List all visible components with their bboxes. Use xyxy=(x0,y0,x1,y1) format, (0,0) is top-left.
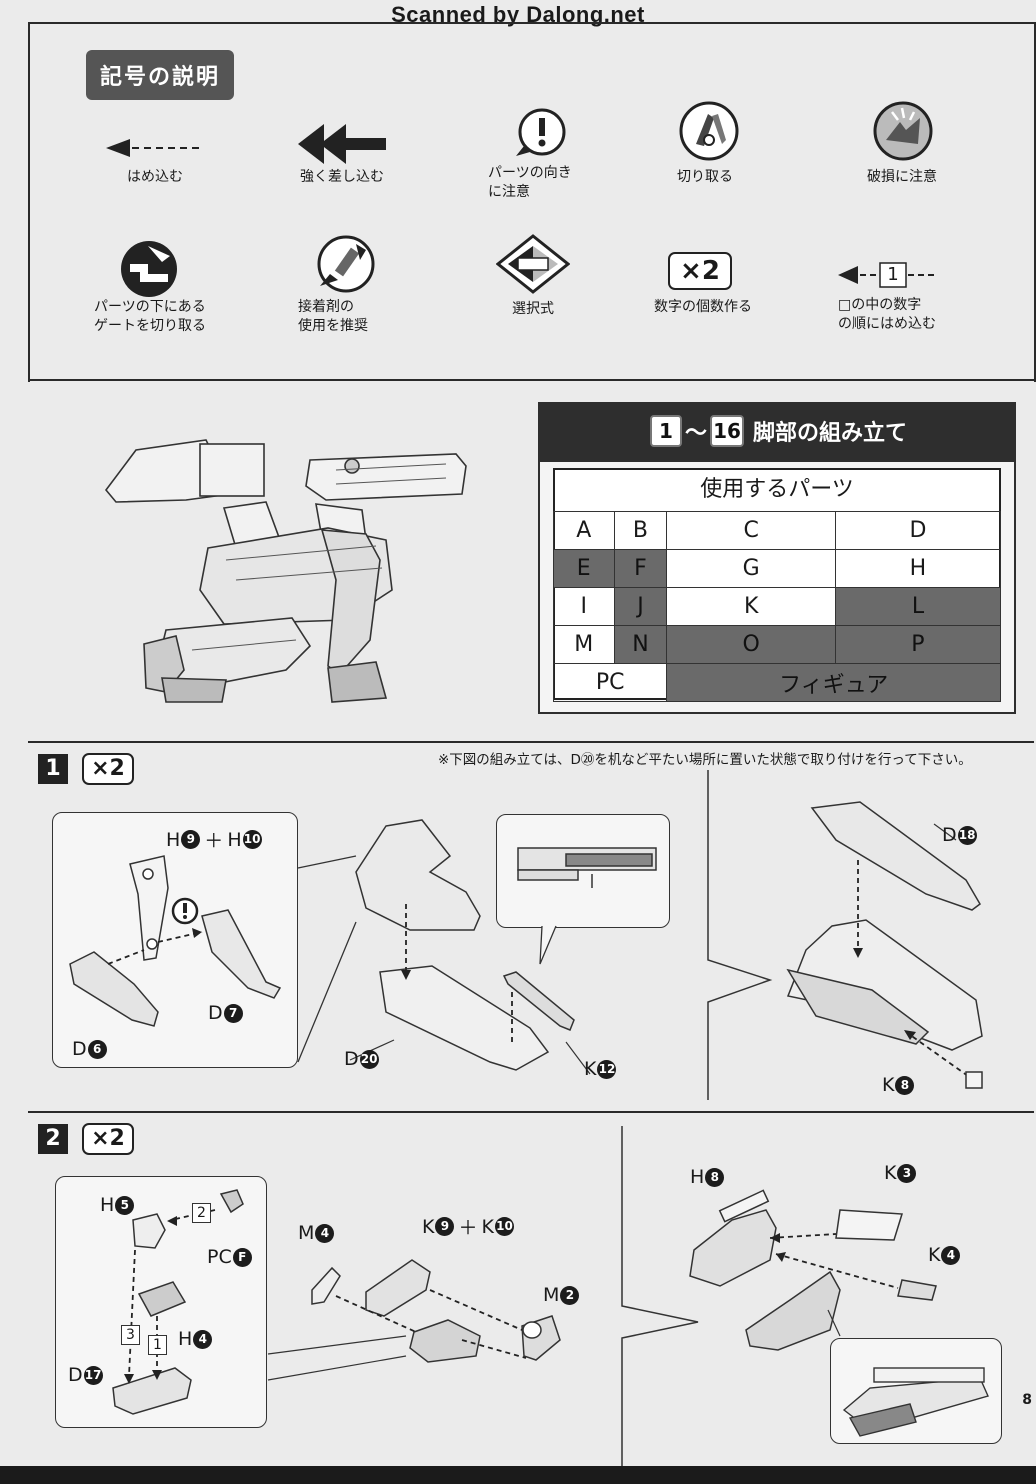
parts-cell: E xyxy=(553,549,615,588)
parts-cell: G xyxy=(666,549,836,588)
leg-assembly-illustration xyxy=(104,439,467,703)
range-end-box: 16 xyxy=(710,415,744,447)
legend-label-fit-in: はめ込む xyxy=(127,169,183,185)
parts-cell: J xyxy=(613,587,668,626)
glue-brush-icon xyxy=(317,235,375,293)
parts-cell: A xyxy=(553,511,615,550)
step-1-detail-drawing xyxy=(69,855,282,1027)
parts-cell: L xyxy=(834,587,1002,626)
order-box-1: 1 xyxy=(148,1335,167,1355)
exclamation-circle-icon xyxy=(516,108,566,156)
legend-label-cut: 切り取る xyxy=(677,169,733,185)
parts-cell: P xyxy=(834,625,1002,664)
parts-cell: O xyxy=(666,625,836,664)
double-arrow-left-icon xyxy=(298,124,386,164)
range-start-box: 1 xyxy=(649,415,682,447)
legend-label-breakage: 破損に注意 xyxy=(867,169,937,185)
legend-label-glue: 接着剤の 使用を推奨 xyxy=(298,299,368,334)
x2-box-icon: ×2 xyxy=(668,252,732,290)
parts-cell: F xyxy=(613,549,668,588)
parts-title: 使用するパーツ xyxy=(700,477,854,502)
range-tilde: ～ xyxy=(684,421,707,446)
step-2-detail-drawing xyxy=(112,1189,244,1415)
legend-label-selectable: 選択式 xyxy=(512,301,554,317)
legend-label-numbered-order: □の中の数字 の順にはめ込む xyxy=(838,297,936,332)
legend-label-push-firmly: 強く差し込む xyxy=(300,169,384,185)
legend-frame xyxy=(28,22,1036,382)
parts-cell: H xyxy=(834,549,1002,588)
order-box-3: 3 xyxy=(121,1325,140,1345)
selection-diamond-icon xyxy=(496,234,570,294)
step-1-zoom-drawing xyxy=(517,847,657,965)
underside-gate-icon xyxy=(121,241,177,297)
parts-cell: フィギュア xyxy=(666,663,1001,702)
section-title: 脚部の組み立て xyxy=(753,421,908,446)
divider xyxy=(28,741,1034,743)
parts-cell: K xyxy=(666,587,836,626)
parts-cell: C xyxy=(666,511,836,550)
legend-label-make-count: 数字の個数作る xyxy=(654,299,752,315)
order-box-2: 2 xyxy=(192,1203,211,1223)
divider xyxy=(28,1111,1034,1113)
step-1-multiplier: ×2 xyxy=(82,753,134,785)
legend-label-direction-caution: パーツの向き に注意 xyxy=(488,165,572,200)
step-2-multiplier: ×2 xyxy=(82,1123,134,1155)
parts-cell: D xyxy=(834,511,1002,550)
divider xyxy=(28,379,1034,381)
parts-cell: B xyxy=(613,511,668,550)
step-1-number: 1 xyxy=(38,754,68,784)
step-1-result-drawing xyxy=(786,801,983,1089)
step-1-detail-inset xyxy=(52,812,298,1068)
page-number: 8 xyxy=(1022,1392,1032,1408)
step-1-separator xyxy=(707,770,773,1100)
step-2-number: 2 xyxy=(38,1124,68,1154)
parts-cell: I xyxy=(553,587,615,626)
step-2-zoom-drawing xyxy=(842,1367,989,1437)
step-1-note: ※下図の組み立ては、D⑳を机など平たい場所に置いた状態で取り付けを行って下さい。 xyxy=(438,752,972,768)
bottom-edge-bar xyxy=(0,1466,1036,1484)
cut-nipper-icon xyxy=(679,101,739,161)
parts-cell: PC xyxy=(552,663,668,702)
section-header: 1 ～ 16 脚部の組み立て xyxy=(538,402,1016,460)
numbered-arrow-digit: 1 xyxy=(887,264,899,285)
step-2-main-drawing xyxy=(267,1259,561,1381)
parts-cell: N xyxy=(613,625,668,664)
legend-label-underside-gate: パーツの下にある ゲートを切り取る xyxy=(94,299,206,334)
legend-title: 記号の説明 xyxy=(86,50,234,100)
step-2-result-drawing xyxy=(689,1189,937,1351)
numbered-arrow-icon xyxy=(838,262,936,288)
parts-cell: M xyxy=(553,625,615,664)
breakage-icon xyxy=(873,101,933,161)
step-2-separator xyxy=(621,1126,699,1466)
dashed-arrow-left-icon xyxy=(106,139,200,157)
